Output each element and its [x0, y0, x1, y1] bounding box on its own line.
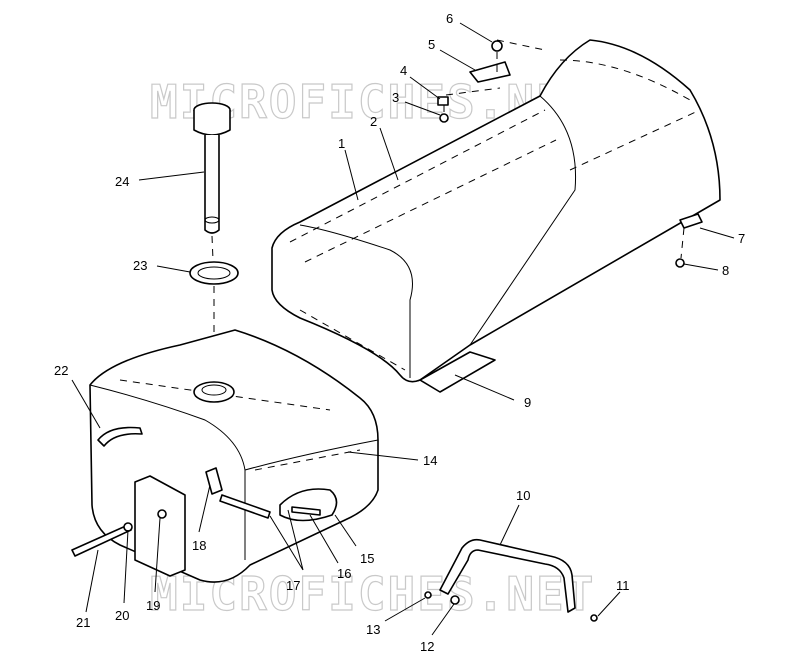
callout-3: 3 [392, 90, 399, 105]
callout-20: 20 [115, 608, 129, 623]
tank-edge [89, 384, 379, 560]
sender-plate [134, 475, 186, 577]
nut-12-icon [450, 595, 460, 605]
seat-contour [299, 95, 577, 378]
filler-guide [211, 235, 215, 375]
callout-11: 11 [616, 578, 630, 593]
filler-cap [193, 110, 231, 136]
filler-tube-end [204, 216, 220, 224]
filler-assembly [189, 102, 239, 375]
gasket-ring [189, 261, 239, 285]
fitting-20-icon [123, 522, 133, 532]
filler-tube [204, 135, 220, 234]
pickup-hose [219, 494, 271, 519]
callout-16: 16 [337, 566, 351, 581]
bracket-guide [680, 227, 685, 259]
callout-12: 12 [420, 639, 434, 654]
seat-hardware [437, 39, 703, 268]
seat-latch [469, 61, 511, 83]
callout-8: 8 [722, 263, 729, 278]
gasket-ring-inner [197, 266, 231, 280]
callout-4: 4 [400, 63, 407, 78]
callout-22: 22 [54, 363, 68, 378]
tank-bracket [424, 538, 598, 622]
leader-lines [71, 22, 735, 636]
callout-2: 2 [370, 114, 377, 129]
callout-5: 5 [428, 37, 435, 52]
callout-6: 6 [446, 11, 453, 26]
vent-hose [97, 426, 143, 447]
seat-body [271, 39, 721, 383]
callout-15: 15 [360, 551, 374, 566]
tank-filler-port-inner [201, 384, 227, 396]
seat-assembly [271, 39, 721, 393]
callout-13: 13 [366, 622, 380, 637]
washer-4-icon [437, 96, 449, 106]
washer-13-icon [424, 591, 432, 599]
seat-bracket [419, 351, 496, 393]
fuel-filter [291, 506, 321, 516]
callout-24: 24 [115, 174, 129, 189]
callout-1: 1 [338, 136, 345, 151]
fuel-tank [71, 329, 379, 583]
sender-fitting-icon [157, 509, 167, 519]
callout-9: 9 [524, 395, 531, 410]
seat-stitch-lines [289, 59, 701, 371]
screw-8-icon [675, 258, 685, 268]
tank-strap [439, 538, 576, 613]
callout-numbers: 1 2 3 4 5 6 7 8 9 10 11 12 13 14 15 16 1… [54, 11, 745, 654]
nut-6-icon [491, 40, 503, 52]
screw-3-icon [439, 113, 449, 123]
tank-body [89, 329, 379, 583]
bracket-7-icon [679, 213, 703, 229]
callout-14: 14 [423, 453, 437, 468]
callout-19: 19 [146, 598, 160, 613]
screw-11-icon [590, 614, 598, 622]
callout-21: 21 [76, 615, 90, 630]
callout-23: 23 [133, 258, 147, 273]
callout-7: 7 [738, 231, 745, 246]
callout-18: 18 [192, 538, 206, 553]
callout-17: 17 [286, 578, 300, 593]
callout-10: 10 [516, 488, 530, 503]
